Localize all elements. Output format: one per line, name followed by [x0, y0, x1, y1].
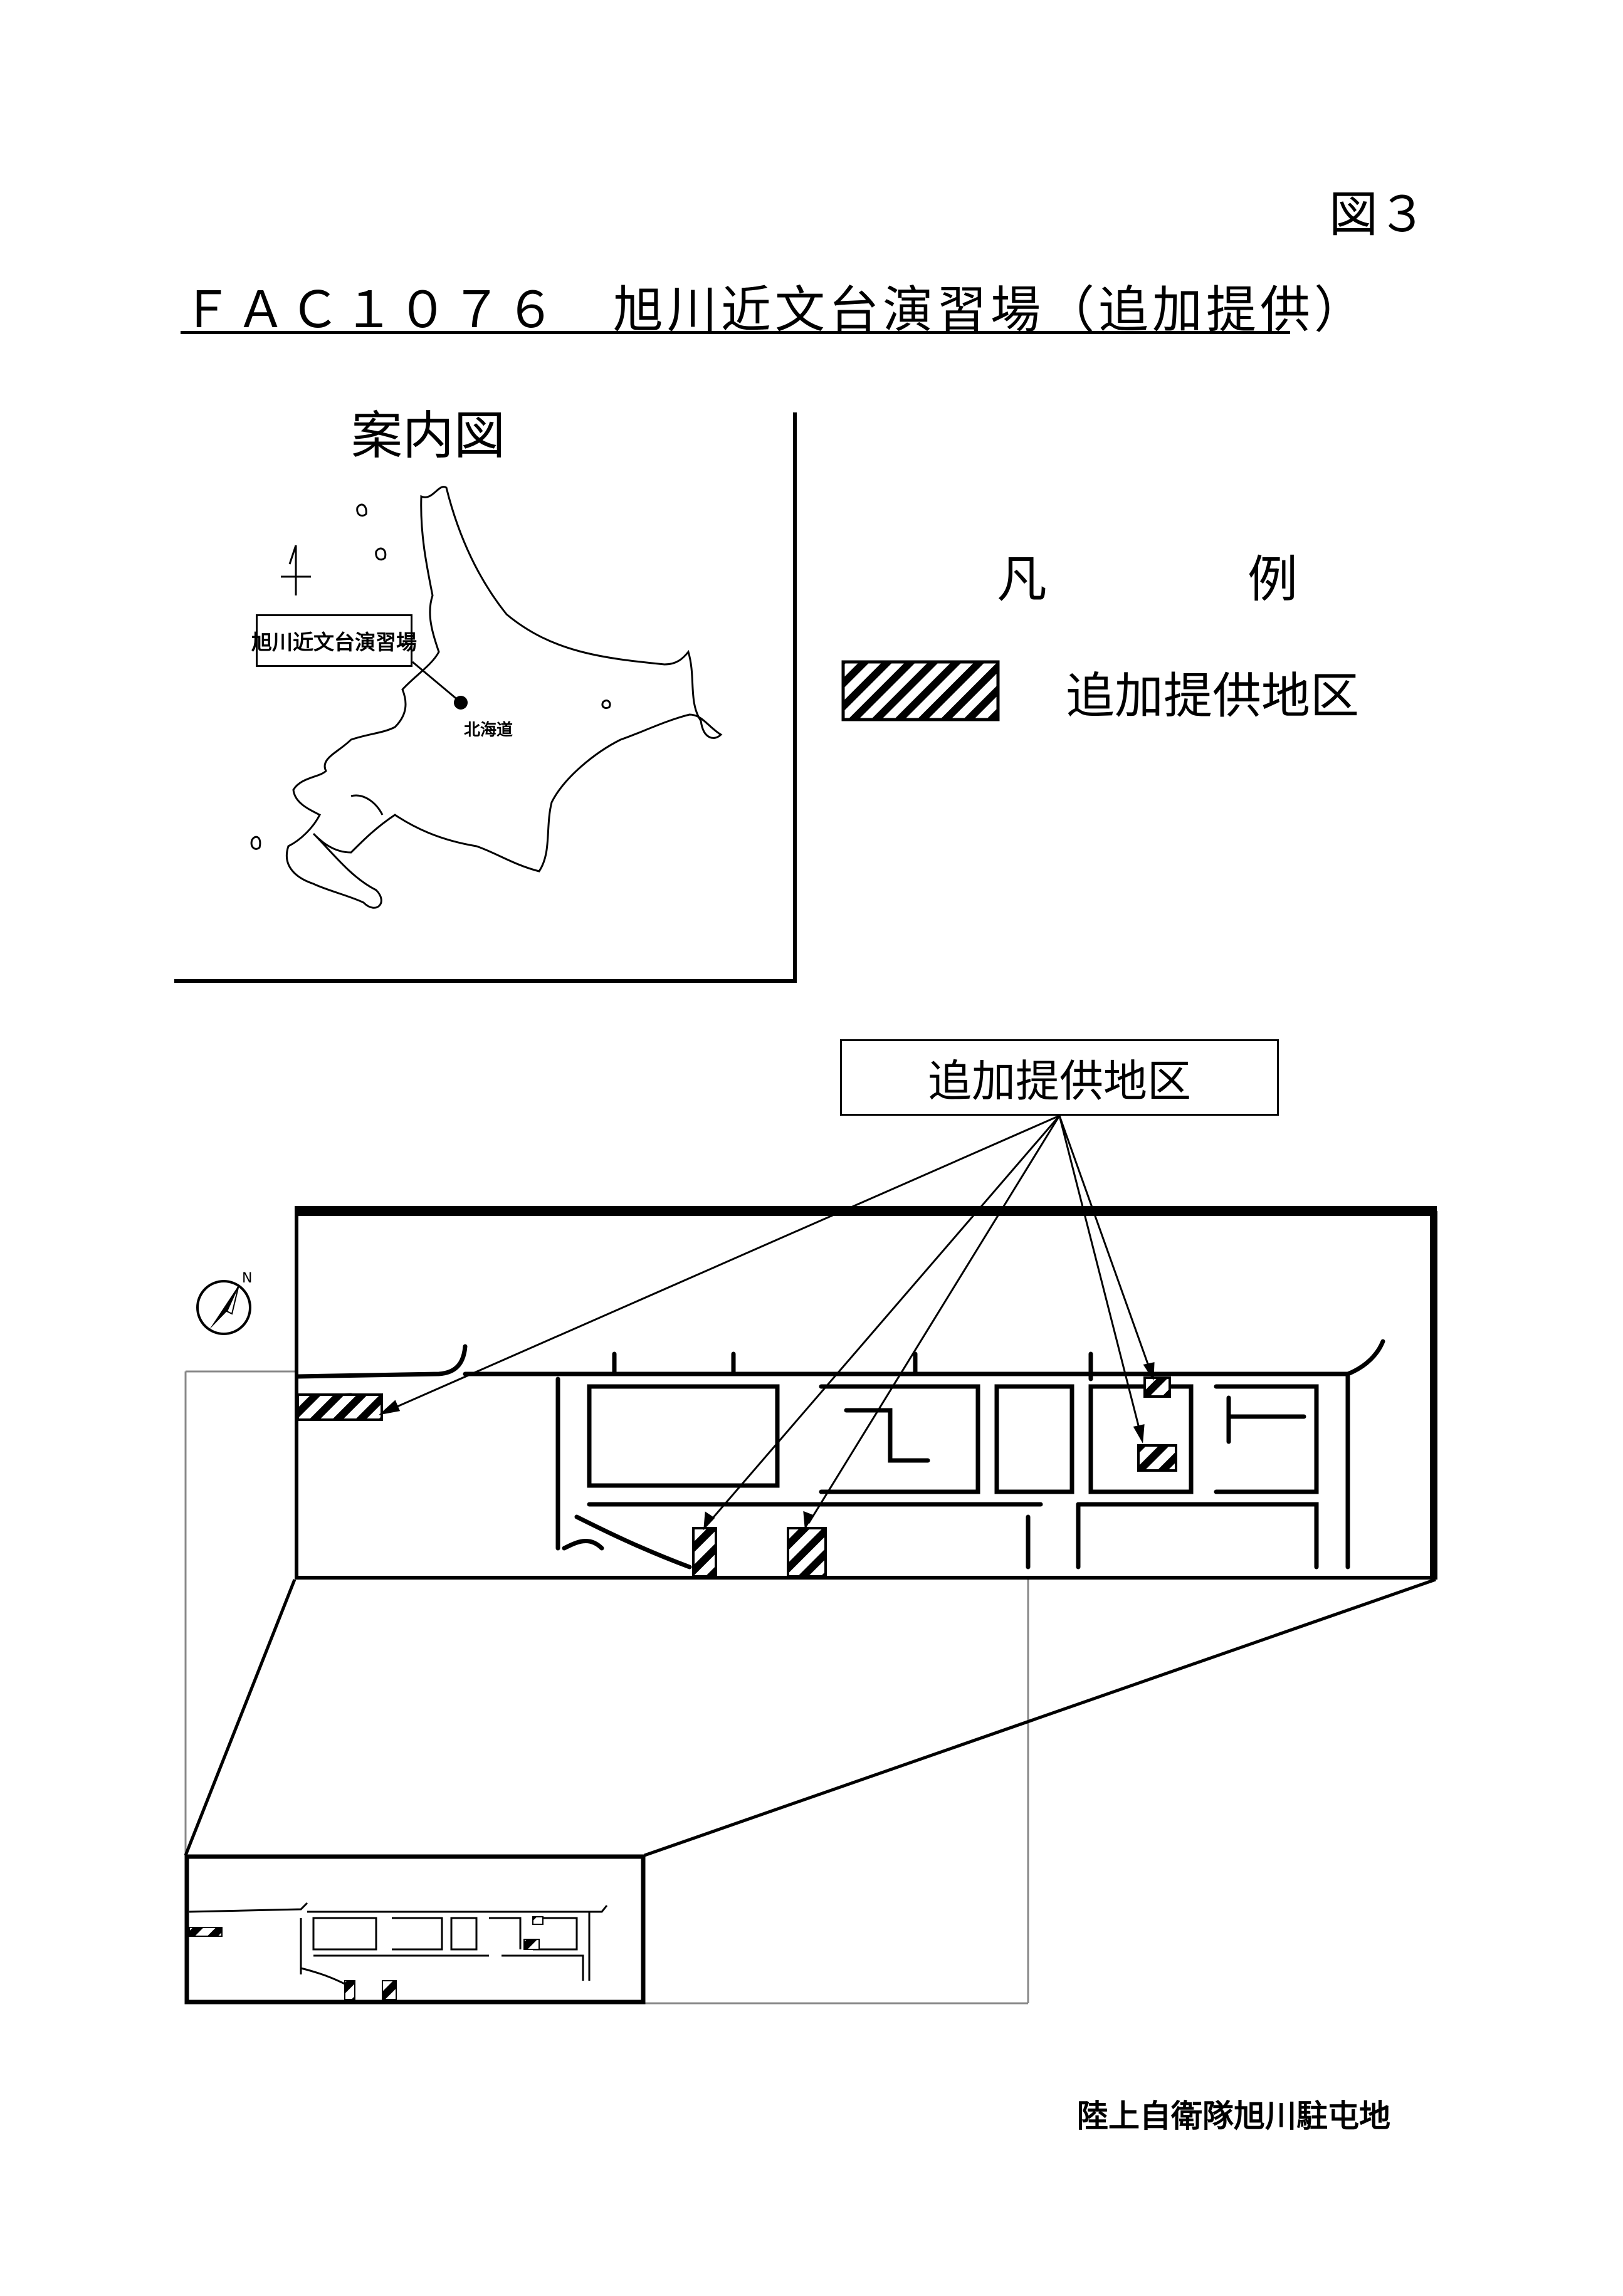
callout-label-box: 追加提供地区: [840, 1039, 1279, 1116]
footer-unit-name: 陸上自衛隊旭川駐屯地: [1077, 2098, 1390, 2134]
detail-areas: [297, 1376, 1177, 1578]
title-underline: [181, 331, 1290, 334]
north-arrow-icon: N: [196, 1271, 252, 1335]
detail-area-northeast: [1143, 1376, 1171, 1398]
inset-overview-map: [184, 1854, 646, 2005]
zoom-connector-lines: [184, 1578, 1436, 1857]
figure-label: 図３: [1329, 187, 1427, 243]
detail-area-south-2: [787, 1527, 827, 1578]
legend-item-label: 追加提供地区: [1066, 668, 1360, 725]
north-letter: N: [242, 1271, 252, 1286]
document-title: ＦＡＣ１０７６ 旭川近文台演習場（追加提供）: [182, 281, 1368, 339]
locator-north-arrow-icon: [281, 545, 311, 595]
site-label-tag: 旭川近文台演習場: [251, 614, 417, 667]
legend-heading: 凡 例: [997, 550, 1373, 609]
callout-arrows: [379, 1114, 1155, 1531]
detail-map-frame: [295, 1206, 1437, 1580]
legend-swatch: [841, 660, 1000, 721]
locator-map-frame: [174, 412, 797, 983]
region-label: 北海道: [464, 721, 513, 740]
inset-guide-frame: [184, 1370, 1029, 2005]
detail-area-south-1: [692, 1527, 717, 1578]
hokkaido-outline: [250, 486, 723, 909]
detail-area-west: [297, 1393, 383, 1421]
site-location-dot: [454, 696, 468, 710]
locator-leader-line: [412, 661, 460, 702]
detail-area-east: [1137, 1444, 1177, 1472]
locator-map-heading: 案内図: [351, 406, 506, 466]
